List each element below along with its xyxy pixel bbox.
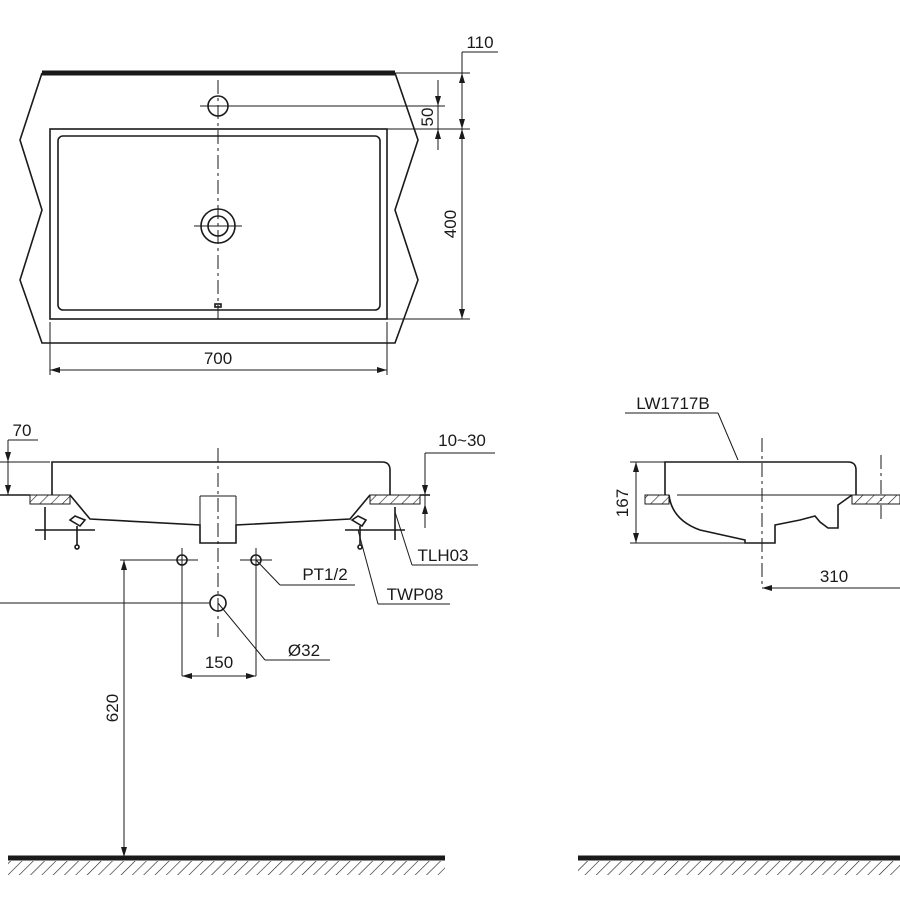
model-label: LW1717B <box>636 394 709 413</box>
floor-right <box>578 855 900 875</box>
dim-150-label: 150 <box>205 653 233 672</box>
basin-body <box>69 494 371 544</box>
front-view: 70 10~30 TLH03 TWP08 PT1/2 Ø32 <box>0 421 495 857</box>
side-basin-body <box>668 494 853 544</box>
side-basin-rim <box>664 461 857 495</box>
dim-50-label: 50 <box>418 108 437 127</box>
side-counter-left <box>644 494 670 505</box>
side-counter-right <box>851 494 900 505</box>
plan-view: 700 110 50 400 <box>19 33 498 375</box>
basin-rim <box>51 461 391 495</box>
floor-left <box>8 855 445 875</box>
dim-620-label: 620 <box>103 694 122 722</box>
supply-thread-label: PT1/2 <box>302 565 347 584</box>
dim-167-label: 167 <box>613 489 632 517</box>
dim-10-30-label: 10~30 <box>438 431 486 450</box>
dim-70-label: 70 <box>13 421 32 440</box>
counter-right <box>369 494 421 505</box>
drain-diameter-label: Ø32 <box>288 641 320 660</box>
overflow-slot <box>214 303 222 308</box>
counter-left <box>29 494 71 505</box>
trap-part-label: TWP08 <box>387 585 444 604</box>
tap-part-label: TLH03 <box>417 546 468 565</box>
dim-310-label: 310 <box>820 567 848 586</box>
dim-110-label: 110 <box>466 33 493 52</box>
countertop-outline <box>19 72 419 344</box>
dim-400-label: 400 <box>441 210 460 238</box>
dim-700-label: 700 <box>204 349 232 368</box>
side-view: 167 310 LW1717B <box>613 394 900 591</box>
basin-inner <box>57 135 381 311</box>
